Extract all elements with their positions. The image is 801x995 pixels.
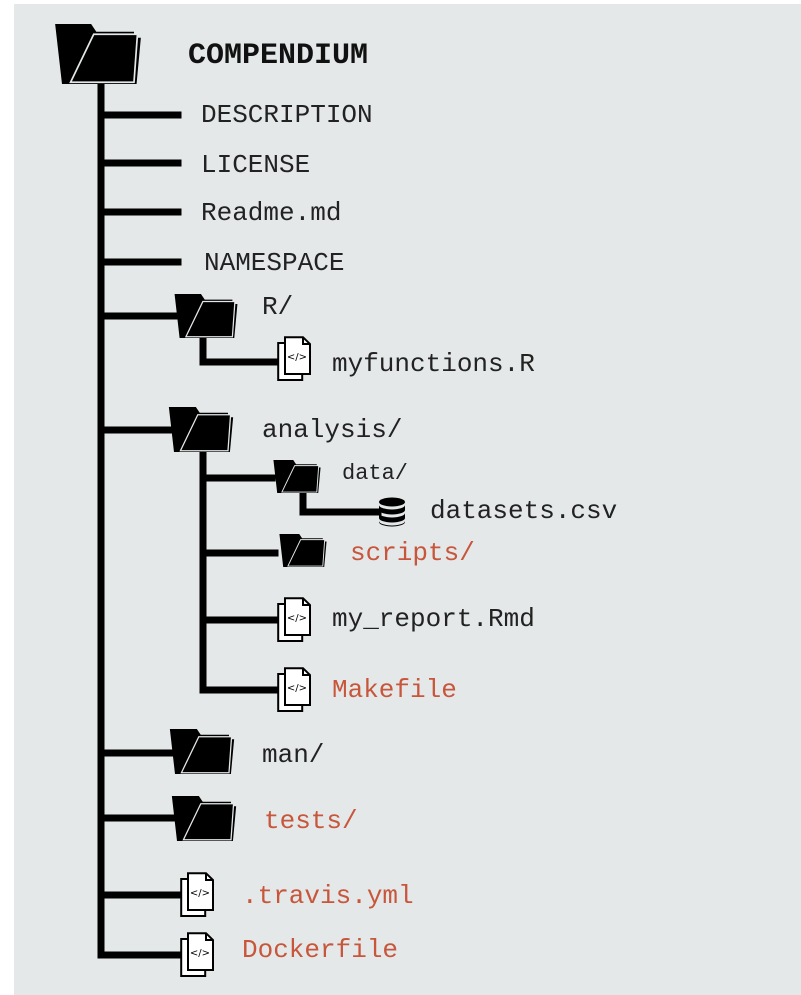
folder-icon <box>169 729 235 774</box>
folder-icon <box>171 796 237 841</box>
folder-icon <box>173 294 239 338</box>
file-label-datasets: datasets.csv <box>430 496 617 526</box>
folder-label-analysis: analysis/ <box>262 415 402 445</box>
file-label-namespace: NAMESPACE <box>204 248 344 278</box>
folder-icon <box>54 24 142 84</box>
file-label-license: LICENSE <box>201 150 310 180</box>
code-file-icon <box>277 336 311 381</box>
folder-icon <box>272 460 322 493</box>
file-label-myfunctions: myfunctions.R <box>332 349 535 379</box>
file-label-dockerfile: Dockerfile <box>242 935 398 965</box>
folder-label-tests: tests/ <box>264 806 358 836</box>
file-label-readme: Readme.md <box>201 198 341 228</box>
file-label-makefile: Makefile <box>332 675 457 705</box>
folder-label-scripts: scripts/ <box>350 538 475 568</box>
diagram-background <box>14 4 801 995</box>
file-label-my-report: my_report.Rmd <box>332 604 535 634</box>
folder-icon <box>168 407 234 452</box>
code-file-icon <box>277 597 311 642</box>
tree-labels: COMPENDIUM DESCRIPTION LICENSE Readme.md… <box>188 39 617 965</box>
code-file-icon <box>180 872 214 917</box>
root-folder-label: COMPENDIUM <box>188 39 368 73</box>
code-file-icon <box>277 667 311 712</box>
file-label-travis: .travis.yml <box>242 881 414 911</box>
folder-icon <box>278 534 328 567</box>
code-file-icon <box>180 932 214 977</box>
folder-label-man: man/ <box>262 740 324 770</box>
file-label-description: DESCRIPTION <box>201 100 373 130</box>
folder-label-data: data/ <box>342 461 408 486</box>
folder-label-r: R/ <box>262 292 293 322</box>
